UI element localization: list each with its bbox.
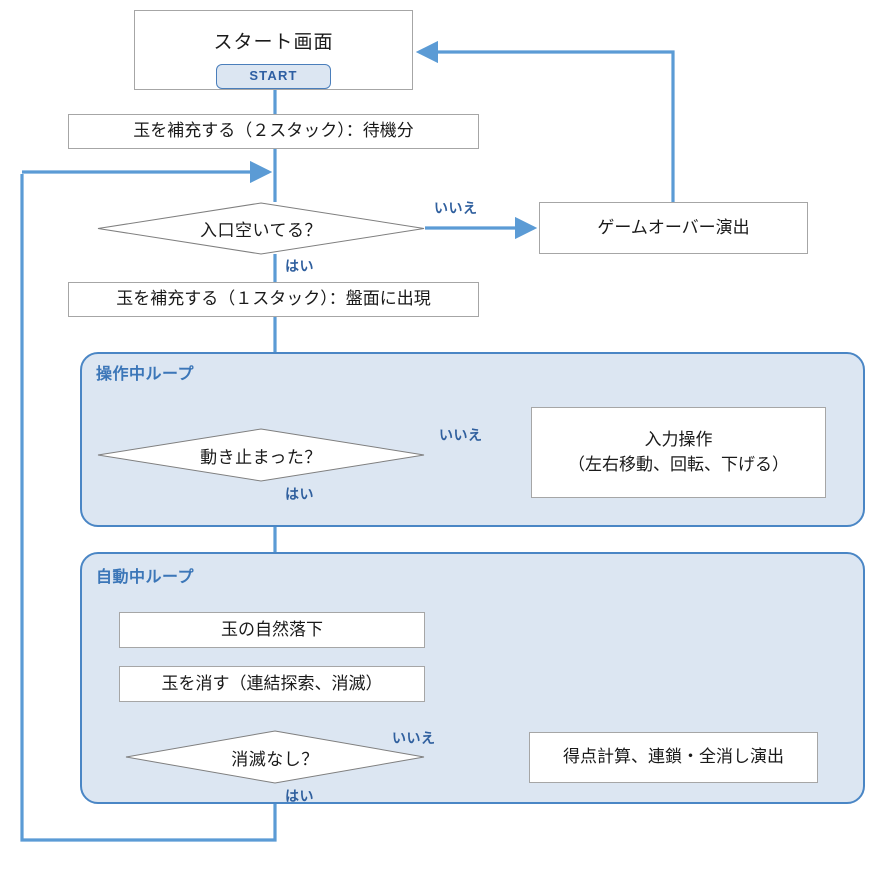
node-decision-entrance-free: 入口空いてる？ [97, 202, 425, 255]
start-button[interactable]: START [216, 63, 331, 89]
edge-label-entrance-yes: はい [285, 258, 314, 274]
edge-label-stopped-no: いいえ [439, 427, 483, 443]
node-score-calculation: 得点計算、連鎖・全消し演出 [529, 732, 818, 783]
edge-label-erase-no: いいえ [392, 730, 436, 746]
start-screen-title: スタート画面 [213, 32, 334, 53]
node-decision-no-erase-label: 消滅なし？ [231, 749, 319, 769]
node-score-calculation-label: 得点計算、連鎖・全消し演出 [563, 747, 784, 767]
node-game-over-label: ゲームオーバー演出 [597, 217, 750, 237]
edge-label-stopped-yes: はい [285, 486, 314, 502]
node-input-operation-line1: 入力操作 [644, 429, 713, 449]
edge-label-erase-yes: はい [285, 788, 314, 804]
node-decision-stopped-moving-label: 動き止まった？ [200, 447, 322, 467]
node-erase-balls-label: 玉を消す（連結探索、消滅） [161, 673, 383, 693]
node-start-screen: スタート画面 START [134, 10, 413, 90]
node-input-operation: 入力操作 （左右移動、回転、下げる） [531, 407, 826, 498]
group-auto-loop-title: 自動中ループ [96, 569, 195, 586]
edge-label-entrance-no: いいえ [434, 200, 478, 216]
node-game-over: ゲームオーバー演出 [539, 202, 808, 254]
node-refill-two-stack: 玉を補充する（２スタック）：待機分 [68, 114, 479, 149]
node-refill-one-stack: 玉を補充する（１スタック）：盤面に出現 [68, 282, 479, 317]
node-decision-no-erase: 消滅なし？ [125, 730, 425, 784]
group-operating-loop-title: 操作中ループ [96, 366, 195, 383]
node-refill-two-stack-label: 玉を補充する（２スタック）：待機分 [133, 121, 414, 141]
node-decision-entrance-free-label: 入口空いてる？ [200, 221, 322, 240]
node-refill-one-stack-label: 玉を補充する（１スタック）：盤面に出現 [116, 289, 431, 309]
node-erase-balls: 玉を消す（連結探索、消滅） [119, 666, 425, 702]
node-natural-fall: 玉の自然落下 [119, 612, 425, 648]
node-natural-fall-label: 玉の自然落下 [221, 619, 323, 639]
edge-gameover-to-start [415, 40, 675, 202]
node-input-operation-line2: （左右移動、回転、下げる） [568, 454, 789, 474]
node-decision-stopped-moving: 動き止まった？ [97, 428, 425, 482]
edge-erase-yes-return [20, 174, 277, 842]
